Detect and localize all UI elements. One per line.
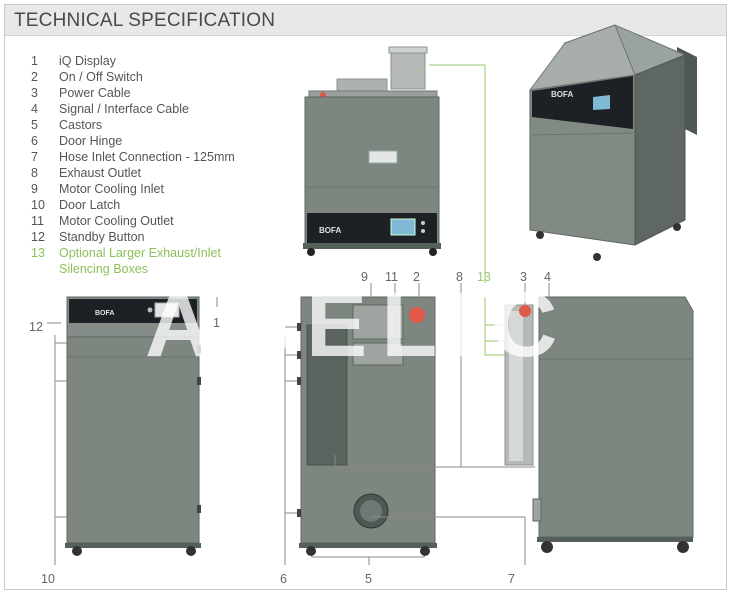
callout-1: 1 <box>213 316 220 330</box>
power-switch-icon <box>409 307 425 323</box>
front-view-lower: BOFA <box>65 296 201 556</box>
side-view-unit <box>504 296 694 553</box>
callout-8: 8 <box>456 270 463 284</box>
callout-13: 13 <box>477 270 491 284</box>
callout-7: 7 <box>508 572 515 586</box>
standby-button-icon <box>147 307 153 313</box>
brand-logo-front: BOFA <box>319 226 341 235</box>
title-bar: TECHNICAL SPECIFICATION <box>5 5 726 36</box>
optional-boxes-leader <box>429 64 505 356</box>
callout-9: 9 <box>361 270 368 284</box>
callout-12: 12 <box>29 320 43 334</box>
isometric-view-unit: BOFA <box>528 24 697 261</box>
legend-item-optional-cont: Silencing Boxes <box>59 262 148 276</box>
equipment-drawing: BOFA BOFA BOFA <box>29 24 697 586</box>
front-view-unit: BOFA <box>303 46 441 256</box>
brand-logo-lower: BOFA <box>95 310 114 317</box>
brand-logo-iso: BOFA <box>551 90 573 99</box>
callout-5: 5 <box>365 572 372 586</box>
callout-11: 11 <box>385 270 398 284</box>
callout-6: 6 <box>280 572 287 586</box>
page-title: TECHNICAL SPECIFICATION <box>14 10 276 31</box>
rear-view-unit <box>297 296 437 556</box>
callout-10: 10 <box>41 572 55 586</box>
callout-3: 3 <box>520 270 527 284</box>
leader-lines <box>47 283 550 565</box>
callout-2: 2 <box>413 270 420 284</box>
callout-4: 4 <box>544 270 551 284</box>
